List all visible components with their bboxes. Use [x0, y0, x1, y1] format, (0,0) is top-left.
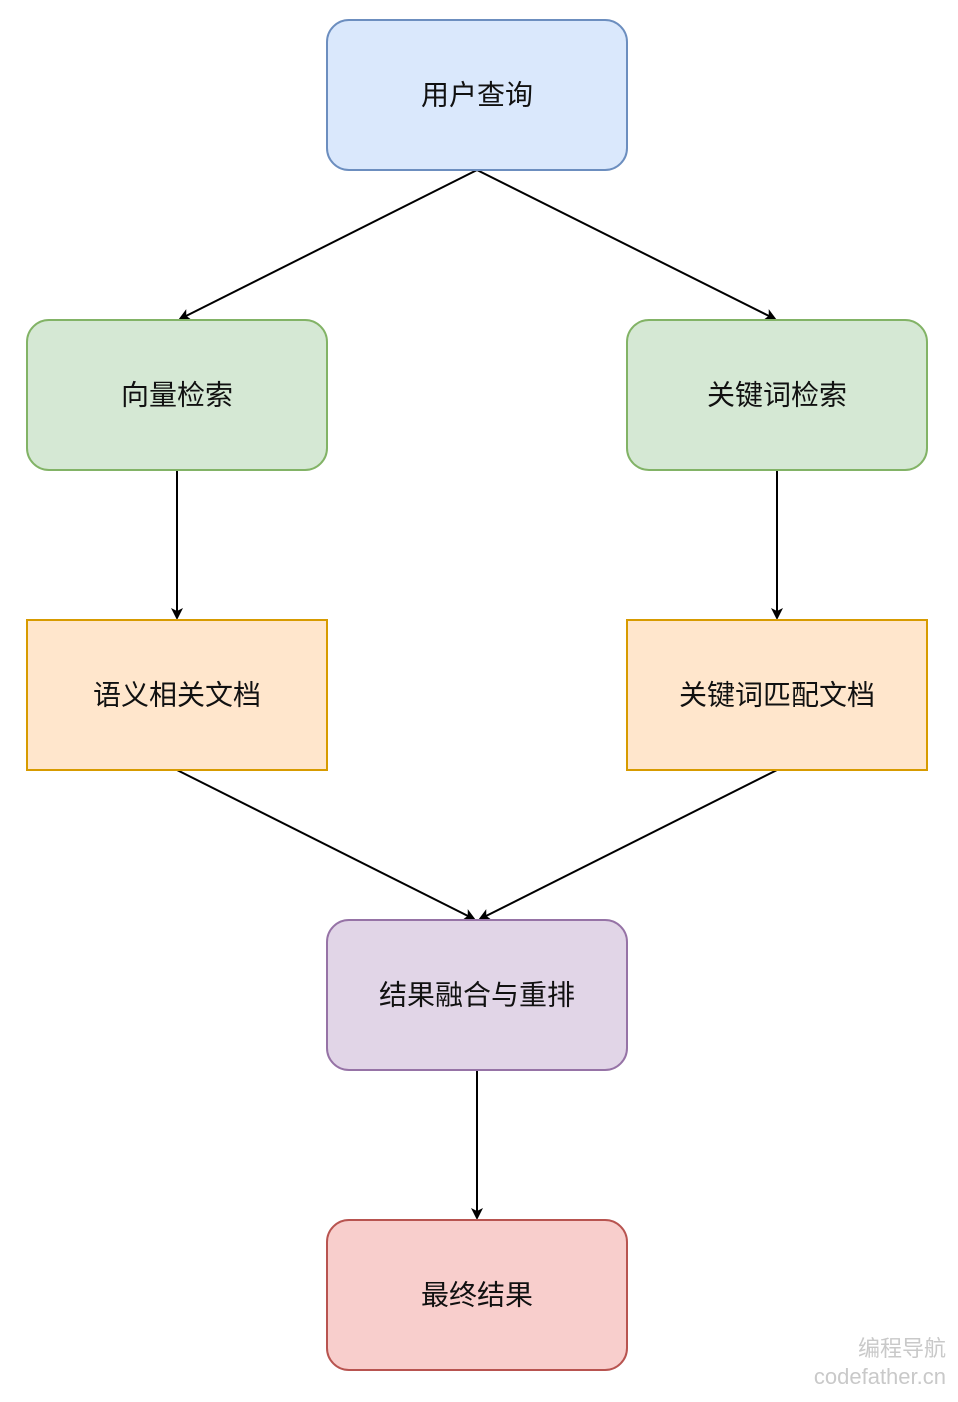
- node-user-query: 用户查询: [326, 19, 628, 171]
- node-semantic-docs-box: [26, 619, 328, 771]
- node-fusion-rerank-label: 结果融合与重排: [379, 979, 575, 1012]
- node-user-query-box: [326, 19, 628, 171]
- node-final-result-label: 最终结果: [421, 1279, 533, 1312]
- edges: [171, 169, 783, 1220]
- node-final-result: 最终结果: [326, 1219, 628, 1371]
- watermark-url: codefather.cn: [813, 1364, 946, 1389]
- node-semantic-docs-label: 语义相关文档: [93, 679, 261, 712]
- node-keyword-docs-box: [626, 619, 928, 771]
- node-final-result-box: [326, 1219, 628, 1371]
- node-vector-search-box: [26, 319, 328, 471]
- node-keyword-docs-label: 关键词匹配文档: [679, 679, 875, 712]
- node-keyword-search-box: [626, 319, 928, 471]
- node-fusion-rerank-box: [326, 919, 628, 1071]
- edge-semantic-docs-to-fusion: [176, 769, 476, 920]
- node-keyword-docs: 关键词匹配文档: [626, 619, 928, 771]
- node-keyword-search: 关键词检索: [626, 319, 928, 471]
- node-semantic-docs: 语义相关文档: [26, 619, 328, 771]
- edge-query-to-vector: [178, 169, 478, 320]
- edge-keyword-docs-to-fusion: [478, 769, 778, 920]
- node-keyword-search-label: 关键词检索: [707, 379, 847, 412]
- watermark-title: 编程导航: [857, 1336, 946, 1361]
- node-user-query-label: 用户查询: [421, 79, 533, 112]
- node-vector-search: 向量检索: [26, 319, 328, 471]
- node-vector-search-label: 向量检索: [121, 379, 233, 412]
- edge-query-to-keyword: [476, 169, 777, 320]
- node-fusion-rerank: 结果融合与重排: [326, 919, 628, 1071]
